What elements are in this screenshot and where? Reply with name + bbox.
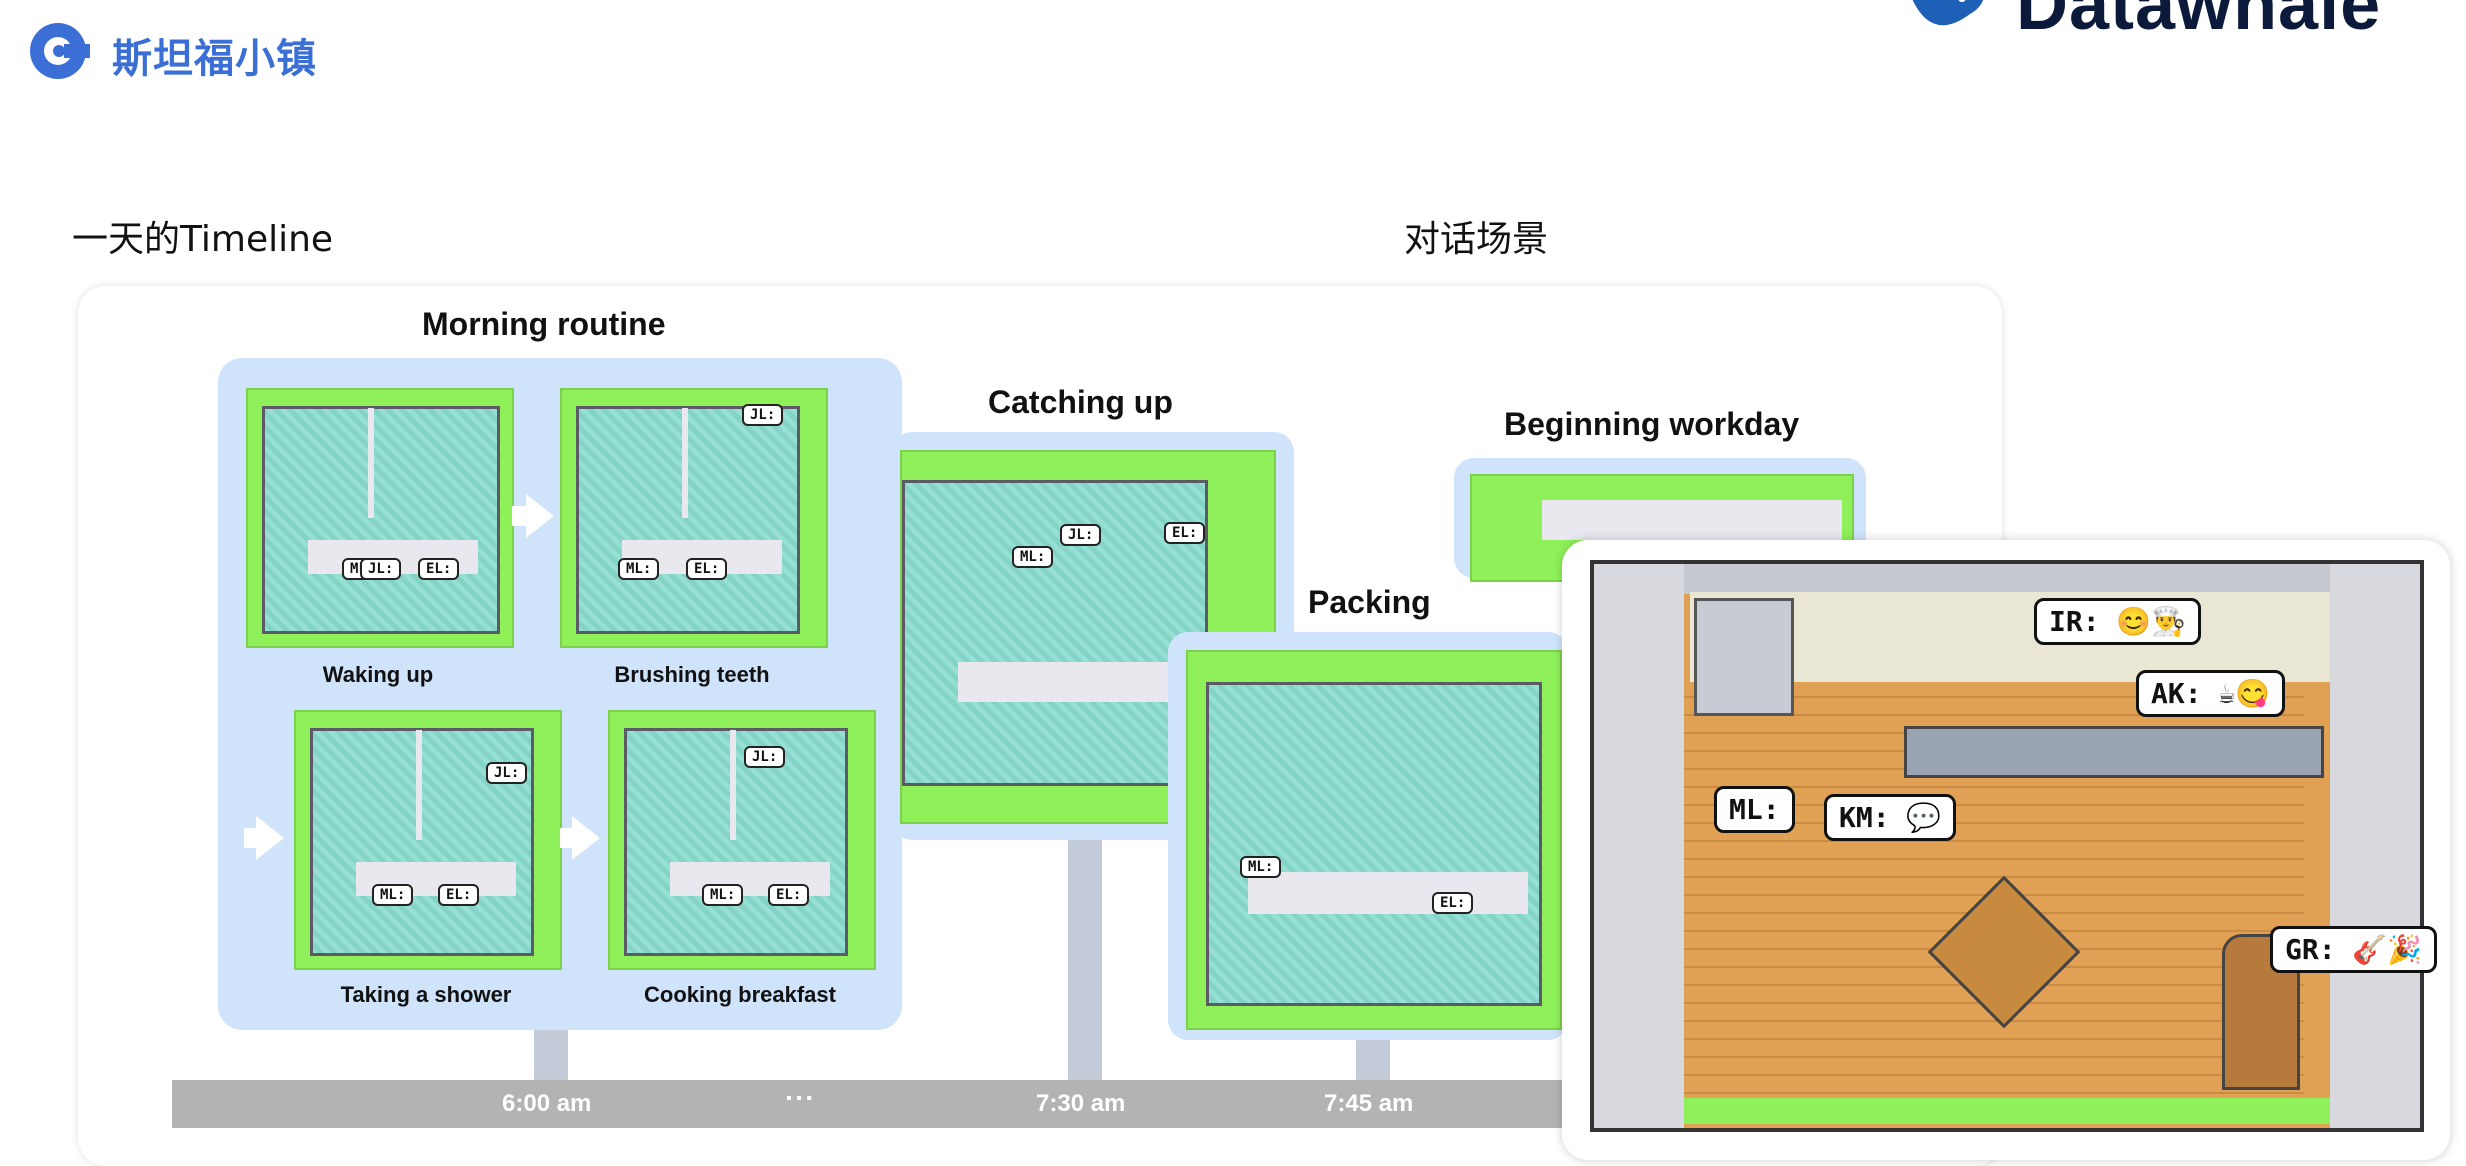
speech-bubble-km: KM: 💬 [1824, 794, 1957, 841]
speech-bubble: ML: [1012, 546, 1054, 568]
morning-routine-heading: Morning routine [422, 306, 666, 342]
map-packing: ML: EL: [1186, 650, 1562, 1030]
speech-bubble-ir: IR: 😊👨‍🍳 [2034, 598, 2202, 645]
packing-heading: Packing [1308, 584, 1431, 620]
timeline-tick [534, 1028, 568, 1084]
datawhale-logo-text: Datawhale [2016, 0, 2382, 45]
speech-bubble: EL: [438, 884, 480, 906]
arrow-icon [244, 828, 258, 848]
speech-bubble: JL: [486, 762, 528, 784]
speech-bubble: JL: [742, 404, 784, 426]
speech-bubble-ml: ML: [1714, 786, 1795, 833]
catching-up-heading: Catching up [988, 384, 1173, 420]
brand-title: 斯坦福小镇 [112, 36, 317, 82]
speech-bubble-ak: AK: ☕😋 [2136, 670, 2286, 717]
timeline-tick [1356, 1036, 1390, 1084]
speech-bubble: ML: [1240, 856, 1282, 878]
arrow-icon [256, 816, 284, 860]
time-label-730am: 7:30 am [1036, 1090, 1126, 1117]
speech-bubble: EL: [686, 558, 728, 580]
speech-bubble: JL: [744, 746, 786, 768]
speech-bubble: ML: [702, 884, 744, 906]
speech-bubble: EL: [1164, 522, 1206, 544]
timeline-tick [1068, 838, 1102, 1084]
beginning-workday-heading: Beginning workday [1504, 406, 1800, 442]
time-label-6am: 6:00 am [502, 1090, 592, 1117]
arrow-icon [572, 816, 600, 860]
caption-cooking-breakfast: Cooking breakfast [644, 982, 836, 1007]
arrow-icon [560, 828, 574, 848]
time-label-745am: 7:45 am [1324, 1090, 1414, 1117]
timeline-bar [172, 1080, 1592, 1128]
brand-logo-icon [26, 22, 92, 80]
timeline-section-label: 一天的Timeline [72, 219, 334, 260]
map-taking-shower: JL: ML: EL: [294, 710, 562, 970]
speech-bubble: ML: [372, 884, 414, 906]
speech-bubble: EL: [768, 884, 810, 906]
speech-bubble: JL: [360, 558, 402, 580]
cafe-scene [1590, 560, 2424, 1132]
speech-bubble: JL: [1060, 524, 1102, 546]
map-cooking-breakfast: JL: ML: EL: [608, 710, 876, 970]
whale-icon [1900, 0, 1992, 40]
speech-bubble: ML: [618, 558, 660, 580]
time-ellipsis: ▪ ▪ ▪ [786, 1090, 812, 1107]
map-brushing-teeth: JL: ML: EL: [560, 388, 828, 648]
caption-brushing-teeth: Brushing teeth [614, 662, 770, 687]
map-waking-up: ML: JL: EL: [246, 388, 514, 648]
dialog-section-label: 对话场景 [1404, 219, 1549, 260]
arrow-icon [526, 494, 554, 538]
speech-bubble-gr: GR: 🎸🎉 [2270, 926, 2438, 973]
arrow-icon [512, 506, 528, 526]
speech-bubble: EL: [418, 558, 460, 580]
speech-bubble: EL: [1432, 892, 1474, 914]
caption-taking-shower: Taking a shower [340, 982, 512, 1007]
caption-waking-up: Waking up [322, 662, 434, 687]
